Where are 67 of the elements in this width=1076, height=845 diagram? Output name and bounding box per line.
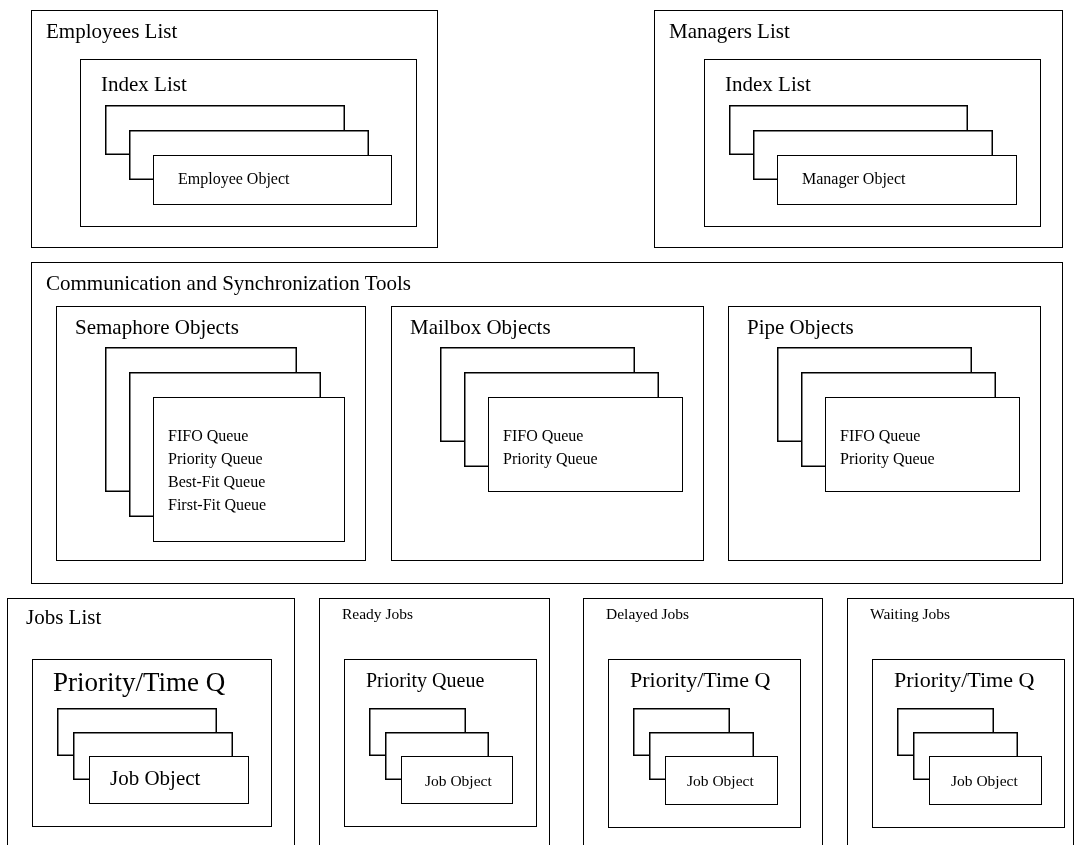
- object-label: Job Object: [951, 772, 1018, 791]
- group-title: Jobs List: [26, 605, 102, 631]
- group-title: Priority Queue: [366, 668, 485, 692]
- group-title: Managers List: [669, 19, 790, 45]
- object-card: [89, 756, 249, 804]
- group-title: Pipe Objects: [747, 315, 854, 341]
- group-title: Semaphore Objects: [75, 315, 239, 341]
- object-card: [633, 708, 730, 756]
- object-card: [105, 347, 297, 492]
- container-box: [31, 10, 438, 248]
- container-box: [704, 59, 1041, 227]
- container-box: [391, 306, 704, 561]
- object-card: [129, 372, 321, 517]
- object-card: [153, 155, 392, 205]
- object-card: [57, 708, 217, 756]
- object-card: [777, 155, 1017, 205]
- object-card: [897, 708, 994, 756]
- object-card: [153, 397, 345, 542]
- object-label: Priority Queue: [840, 449, 935, 469]
- object-label: FIFO Queue: [168, 426, 249, 446]
- group-title: Index List: [725, 72, 811, 98]
- object-card: [105, 105, 345, 155]
- container-box: [80, 59, 417, 227]
- container-box: [7, 598, 295, 845]
- object-label: Priority Queue: [168, 449, 263, 469]
- container-box: [31, 262, 1063, 584]
- group-title: Priority/Time Q: [53, 666, 226, 699]
- object-card: [464, 372, 659, 467]
- object-label: Job Object: [110, 766, 201, 792]
- object-card: [929, 756, 1042, 805]
- object-card: [440, 347, 635, 442]
- group-title: Priority/Time Q: [630, 667, 771, 694]
- object-card: [369, 708, 466, 756]
- object-card: [729, 105, 968, 155]
- container-box: [344, 659, 537, 827]
- group-title: Delayed Jobs: [606, 605, 690, 624]
- container-box: [32, 659, 272, 827]
- object-label: FIFO Queue: [503, 426, 584, 446]
- group-title: Ready Jobs: [342, 605, 414, 624]
- group-title: Employees List: [46, 19, 178, 45]
- container-box: [608, 659, 801, 828]
- object-card: [777, 347, 972, 442]
- object-card: [401, 756, 513, 804]
- container-box: [847, 598, 1074, 845]
- group-title: Mailbox Objects: [410, 315, 551, 341]
- object-card: [825, 397, 1020, 492]
- container-box: [872, 659, 1065, 828]
- group-title: Communication and Synchronization Tools: [46, 271, 412, 297]
- container-box: [728, 306, 1041, 561]
- object-label: First-Fit Queue: [168, 495, 267, 515]
- object-label: Priority Queue: [503, 449, 598, 469]
- object-card: [488, 397, 683, 492]
- object-label: Best-Fit Queue: [168, 472, 266, 492]
- object-label: Employee Object: [178, 169, 290, 189]
- object-label: Job Object: [425, 772, 492, 791]
- container-box: [583, 598, 823, 845]
- object-label: Job Object: [687, 772, 754, 791]
- object-card: [665, 756, 778, 805]
- object-label: Manager Object: [802, 169, 906, 189]
- container-box: [319, 598, 550, 845]
- group-title: Waiting Jobs: [870, 605, 951, 624]
- container-box: [654, 10, 1063, 248]
- group-title: Index List: [101, 72, 187, 98]
- object-label: FIFO Queue: [840, 426, 921, 446]
- object-card: [801, 372, 996, 467]
- group-title: Priority/Time Q: [894, 667, 1035, 694]
- container-box: [56, 306, 366, 561]
